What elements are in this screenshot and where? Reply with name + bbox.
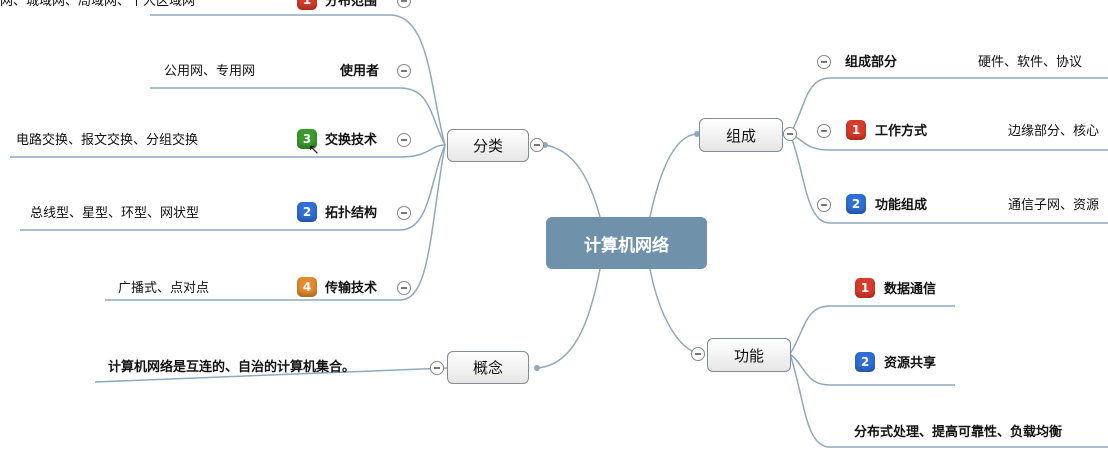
branch-composition-label: 组成 [725,126,756,145]
function-item-resource[interactable]: 资源共享 [884,356,937,371]
collapse-toggle-user[interactable] [397,64,411,78]
priority-badge-1: 1 [855,278,875,298]
collapse-toggle-composition[interactable] [783,127,797,141]
classify-item-transmission[interactable]: 传输技术 [325,281,378,296]
collapse-toggle-transmission[interactable] [397,281,411,295]
branch-function[interactable]: 功能 [707,338,791,372]
function-item-distributed[interactable]: 分布式处理、提高可靠性、负载均衡 [854,425,1063,440]
classify-detail-switching: 电路交换、报文交换、分组交换 [16,133,199,148]
collapse-toggle-classify[interactable] [530,138,544,152]
classify-detail-range: 网、城域网、局域网、个人区域网 [0,0,196,9]
function-item-datacomm[interactable]: 数据通信 [884,282,937,297]
priority-badge-4: 4 [297,277,317,297]
collapse-toggle-topology[interactable] [397,206,411,220]
branch-composition[interactable]: 组成 [699,118,783,152]
priority-badge-1: 1 [846,120,866,140]
branch-function-label: 功能 [733,346,764,365]
concept-detail: 计算机网络是互连的、自治的计算机集合。 [108,360,356,375]
collapse-toggle-concept[interactable] [430,361,444,375]
mouse-cursor-icon: ↖ [308,142,320,158]
composition-item-parts[interactable]: 组成部分 [845,55,898,70]
classify-detail-user: 公用网、专用网 [164,64,256,79]
classify-item-user[interactable]: 使用者 [340,64,380,79]
priority-badge-2: 2 [846,194,866,214]
composition-item-funccomp[interactable]: 功能组成 [875,198,928,213]
branch-concept-label: 概念 [472,359,503,377]
composition-detail-funccomp: 通信子网、资源 [1008,198,1100,213]
classify-detail-transmission: 广播式、点对点 [118,281,210,296]
priority-badge-2: 2 [297,202,317,222]
collapse-toggle-funccomp[interactable] [817,198,831,212]
collapse-toggle-workmode[interactable] [817,124,831,138]
branch-classify-label: 分类 [472,137,503,155]
classify-item-topology[interactable]: 拓扑结构 [325,206,378,221]
collapse-toggle-parts[interactable] [817,55,831,69]
classify-detail-topology: 总线型、星型、环型、网状型 [30,206,200,221]
composition-item-workmode[interactable]: 工作方式 [875,124,928,139]
priority-badge-1: 1 [297,0,317,10]
classify-item-range[interactable]: 分布范围 [325,0,378,9]
central-topic[interactable]: 计算机网络 [546,217,707,269]
central-topic-label: 计算机网络 [584,235,669,256]
composition-detail-workmode: 边缘部分、核心 [1008,124,1100,139]
branch-concept[interactable]: 概念 [447,351,529,384]
priority-badge-2: 2 [855,352,875,372]
collapse-toggle-function[interactable] [691,347,705,361]
composition-detail-parts: 硬件、软件、协议 [978,55,1083,70]
classify-item-switching[interactable]: 交换技术 [325,133,378,148]
branch-classify[interactable]: 分类 [447,129,529,162]
priority-badge-3: 3 [297,129,317,149]
collapse-toggle-switching[interactable] [397,133,411,147]
